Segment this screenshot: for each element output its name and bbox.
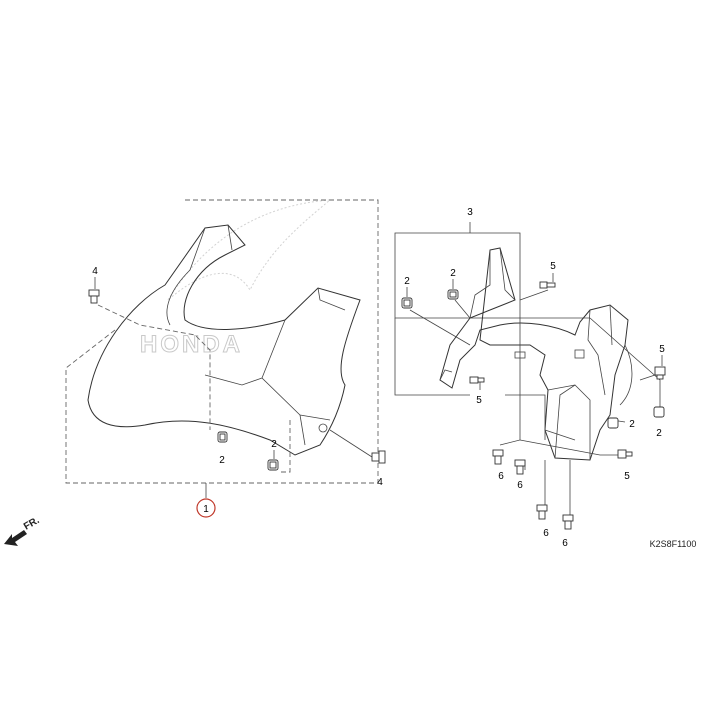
callout-4-left: 4: [92, 266, 98, 277]
part-1-leader-right: [278, 420, 291, 473]
screw-6-b: [514, 459, 526, 475]
callout-5-right-bottom: 5: [624, 471, 630, 482]
nut-2-part3-right-b: [653, 406, 665, 418]
watermark-text: HONDA: [140, 331, 243, 358]
callout-2-part3-right-a: 2: [629, 419, 635, 430]
callout-2-part3-right-b: 2: [656, 428, 662, 439]
callout-6-a: 6: [498, 471, 504, 482]
part-1-group-outline: [65, 199, 379, 484]
callout-4-right: 4: [377, 477, 383, 488]
bolt-4-left: [88, 289, 100, 304]
watermark-wing-icon: [167, 199, 332, 301]
nut-2-center: [217, 431, 228, 443]
callout-3: 3: [467, 207, 473, 218]
nut-2-right: [267, 459, 279, 471]
callout-5-right-top: 5: [659, 344, 665, 355]
callout-1-highlight: [196, 498, 216, 518]
diagram-code: K2S8F1100: [650, 539, 697, 549]
bolt-5-right-bottom: [617, 449, 633, 459]
part-1-leader-left: [97, 304, 211, 430]
callout-2-center: 2: [219, 455, 225, 466]
front-direction-indicator: FR.: [4, 515, 42, 546]
callout-5-left: 5: [476, 395, 482, 406]
callout-6-b: 6: [517, 480, 523, 491]
nut-2-part3-mid: [447, 289, 459, 300]
front-label: FR.: [22, 515, 42, 533]
callout-6-c: 6: [543, 528, 549, 539]
screw-6-d: [562, 514, 574, 530]
callout-6-d: 6: [562, 538, 568, 549]
callout-1: 1: [203, 504, 209, 515]
callout-5-top: 5: [550, 261, 556, 272]
front-arrow-icon: [4, 530, 27, 546]
bolt-4-right: [371, 450, 386, 464]
front-fender-part-1: [87, 224, 361, 456]
callout-2-right: 2: [271, 439, 277, 450]
callout-2-part3-left: 2: [404, 276, 410, 287]
bolt-5-left: [469, 376, 485, 384]
nut-2-part3-left: [401, 297, 413, 309]
inner-fender-part-3: [439, 247, 633, 461]
callout-2-part3-mid: 2: [450, 268, 456, 279]
honda-watermark: HONDA: [140, 199, 332, 359]
screw-6-a: [492, 449, 504, 465]
nut-2-part3-right-a: [607, 417, 619, 429]
bolt-5-top: [539, 281, 556, 289]
bolt-5-right-top: [654, 366, 666, 380]
screw-6-c: [536, 504, 548, 520]
part-3-group-outline: [394, 232, 521, 319]
